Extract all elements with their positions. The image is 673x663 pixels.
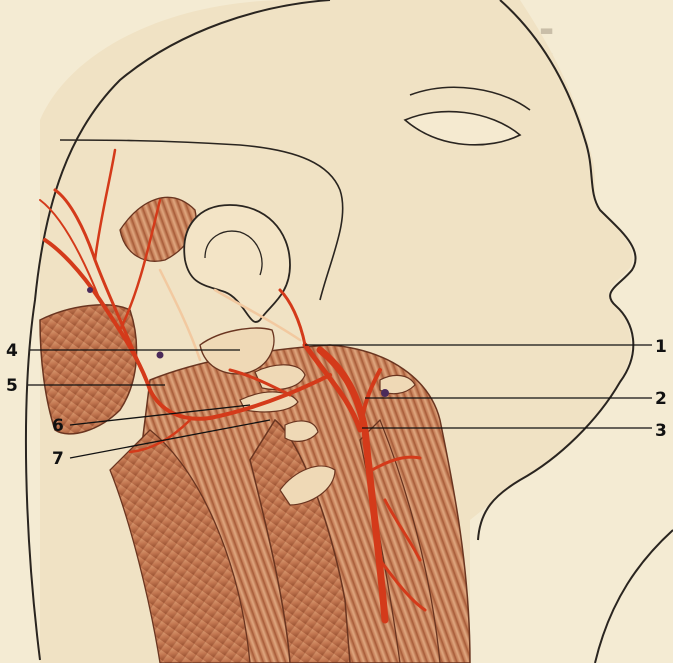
vein-dot-1 — [157, 352, 164, 359]
label-3: 3 — [655, 421, 667, 441]
label-7: 7 — [52, 449, 64, 469]
label-4: 4 — [6, 341, 18, 361]
shoulder-contour — [595, 530, 673, 663]
vein-dot-3 — [87, 287, 93, 293]
label-2: 2 — [655, 389, 667, 409]
label-1: 1 — [655, 337, 667, 357]
vein-dot-2 — [381, 389, 389, 397]
label-6: 6 — [52, 416, 64, 436]
label-5: 5 — [6, 376, 18, 396]
